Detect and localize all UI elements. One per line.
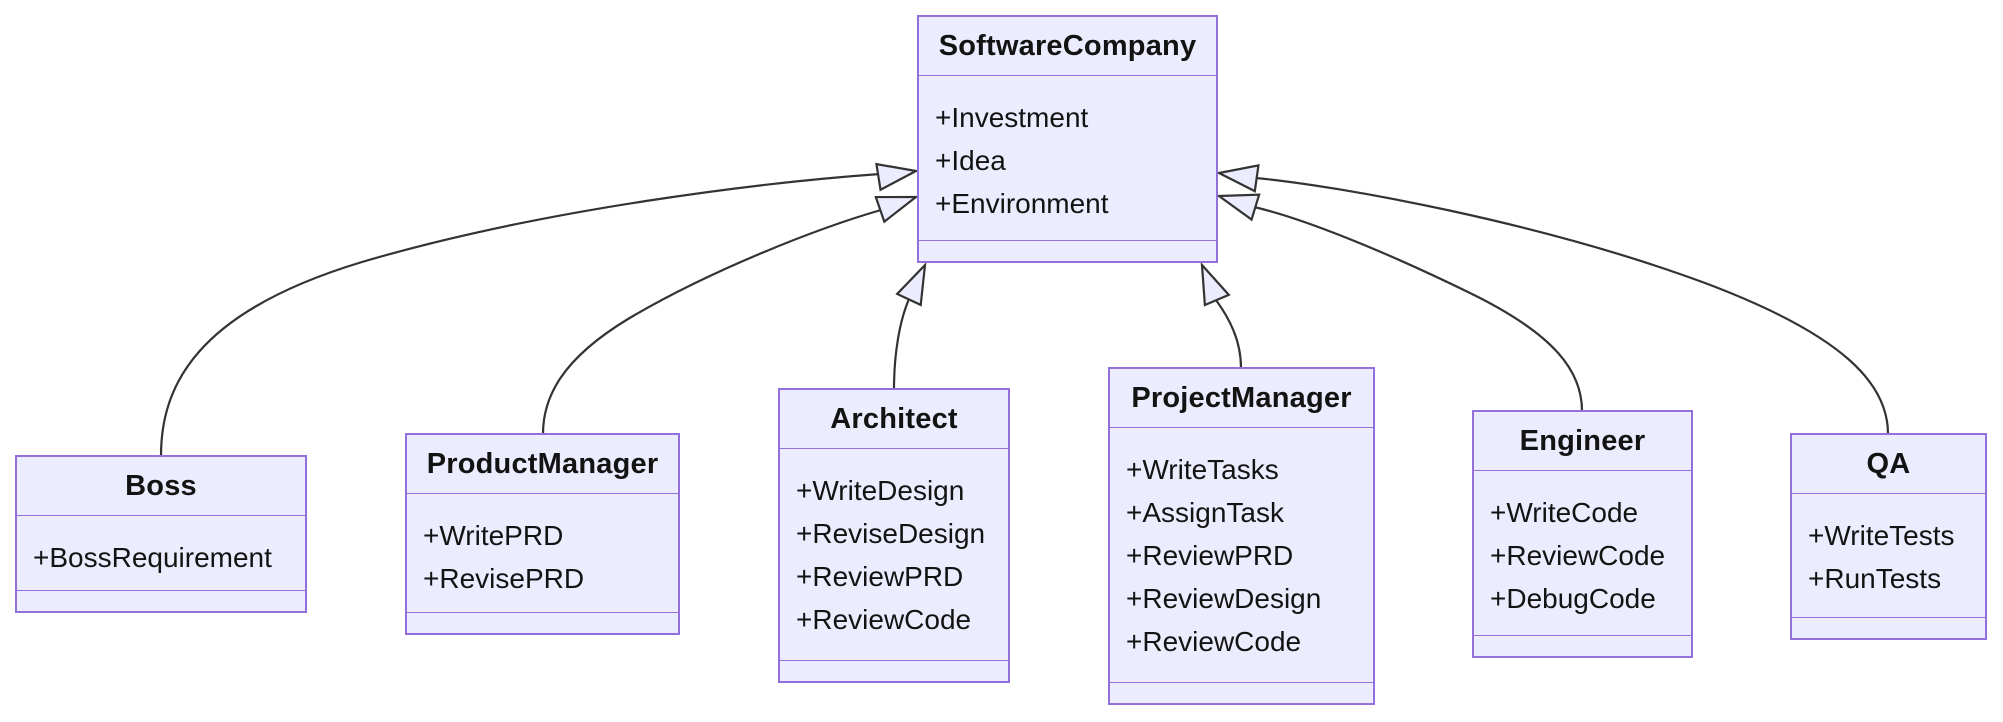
class-title: Architect: [780, 390, 1008, 449]
inheritance-arrowhead-projectmanager: [1200, 261, 1231, 307]
class-box-boss: Boss +BossRequirement: [15, 455, 307, 613]
class-member: +RevisePRD: [423, 563, 585, 594]
class-box-projectmanager: ProjectManager +WriteTasks +AssignTask +…: [1108, 367, 1375, 705]
class-title: Engineer: [1474, 412, 1691, 471]
class-member: +Idea: [935, 145, 1006, 176]
class-member: +WriteTests: [1808, 520, 1955, 551]
class-attributes: +WriteTasks +AssignTask +ReviewPRD +Revi…: [1110, 428, 1373, 682]
class-attributes: +WritePRD +RevisePRD: [407, 494, 678, 612]
class-box-architect: Architect +WriteDesign +ReviseDesign +Re…: [778, 388, 1010, 683]
inheritance-arrowhead-qa: [1215, 164, 1260, 193]
class-title: Boss: [17, 457, 305, 516]
inheritance-edge-projectmanager: [1215, 299, 1243, 369]
class-attributes: +Investment +Idea +Environment: [919, 76, 1216, 240]
class-member: +ReviewCode: [1490, 540, 1666, 571]
class-methods-empty: [1110, 682, 1373, 703]
class-title: QA: [1792, 435, 1985, 494]
class-box-qa: QA +WriteTests +RunTests: [1790, 433, 1987, 640]
class-attributes: +WriteCode +ReviewCode +DebugCode: [1474, 471, 1691, 635]
class-member: +RunTests: [1808, 563, 1942, 594]
inheritance-edge-qa: [1255, 176, 1890, 435]
class-member: +ReviewCode: [1126, 626, 1302, 657]
class-methods-empty: [407, 612, 678, 633]
class-methods-empty: [1792, 617, 1985, 638]
class-box-engineer: Engineer +WriteCode +ReviewCode +DebugCo…: [1472, 410, 1693, 658]
class-methods-empty: [919, 240, 1216, 261]
inheritance-arrowhead-engineer: [1215, 193, 1261, 222]
class-title: SoftwareCompany: [919, 17, 1216, 76]
inheritance-edge-productmanager: [541, 208, 882, 435]
class-attributes: +WriteTests +RunTests: [1792, 494, 1985, 617]
class-attributes: +BossRequirement: [17, 516, 305, 590]
inheritance-edge-architect: [892, 298, 911, 390]
class-member: +WriteCode: [1490, 497, 1639, 528]
class-methods-empty: [1474, 635, 1691, 656]
class-member: +AssignTask: [1126, 497, 1284, 528]
class-member: +ReviewDesign: [1126, 583, 1322, 614]
inheritance-edge-boss: [159, 172, 881, 457]
class-box-softwarecompany: SoftwareCompany +Investment +Idea +Envir…: [917, 15, 1218, 263]
class-member: +WriteDesign: [796, 475, 965, 506]
inheritance-edge-engineer: [1253, 205, 1584, 412]
inheritance-arrowhead-architect: [895, 261, 927, 307]
class-member: +ReviseDesign: [796, 518, 986, 549]
class-methods-empty: [780, 660, 1008, 681]
class-attributes: +WriteDesign +ReviseDesign +ReviewPRD +R…: [780, 449, 1008, 660]
class-member: +Environment: [935, 188, 1109, 219]
class-member: +WriteTasks: [1126, 454, 1279, 485]
class-title: ProjectManager: [1110, 369, 1373, 428]
class-member: +ReviewPRD: [796, 561, 964, 592]
inheritance-arrowhead-productmanager: [874, 195, 920, 224]
class-member: +Investment: [935, 102, 1089, 133]
class-box-productmanager: ProductManager +WritePRD +RevisePRD: [405, 433, 680, 635]
class-title: ProductManager: [407, 435, 678, 494]
inheritance-arrowhead-boss: [875, 162, 920, 192]
class-member: +ReviewCode: [796, 604, 972, 635]
class-member: +BossRequirement: [33, 542, 272, 573]
class-methods-empty: [17, 590, 305, 611]
class-member: +ReviewPRD: [1126, 540, 1294, 571]
class-member: +DebugCode: [1490, 583, 1656, 614]
class-member: +WritePRD: [423, 520, 564, 551]
